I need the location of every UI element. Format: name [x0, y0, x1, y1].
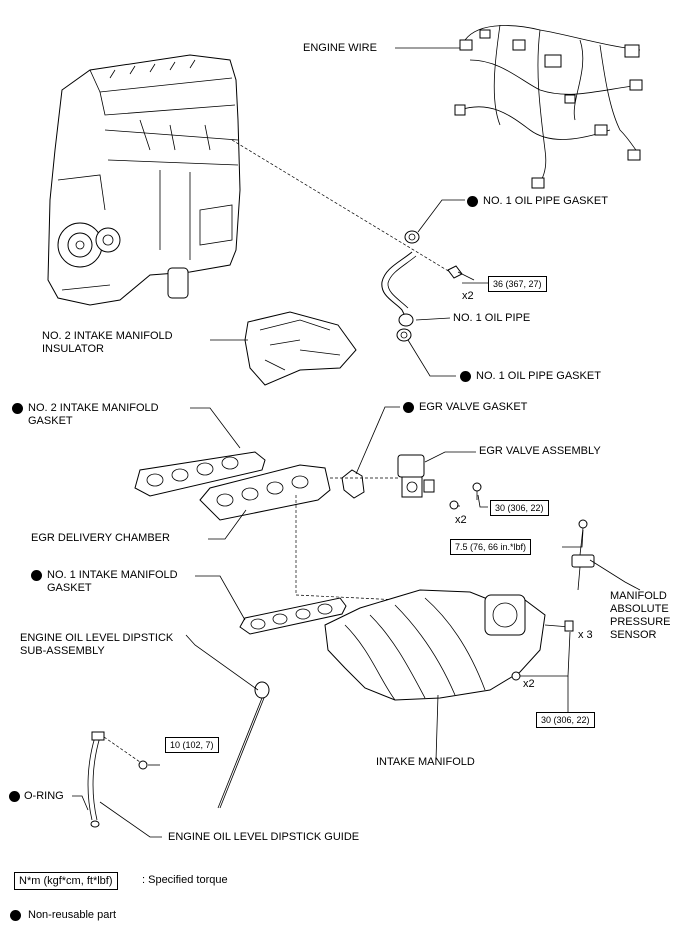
torque-guide-bolt: 10 (102, 7) [165, 737, 219, 753]
legend-torque-unit-box: N*m (kgf*cm, ft*lbf) [14, 872, 118, 890]
dipstick-guide-drawing [87, 731, 148, 828]
label-o-ring: O-RING [24, 790, 64, 802]
oil-pipe-parts [381, 230, 475, 342]
engine-wire-harness [454, 24, 643, 189]
qty-manifold-bolt: x 3 [578, 629, 593, 641]
non-reusable-dot-egr-gasket [403, 402, 414, 413]
legend-non-reusable-dot [10, 910, 21, 921]
label-engine-wire: ENGINE WIRE [303, 42, 377, 54]
intake-manifold-drawing [324, 589, 574, 701]
legend-torque-text: : Specified torque [142, 874, 228, 886]
egr-valve-drawing [397, 454, 482, 510]
no1-gasket-drawing [239, 597, 347, 635]
qty-egr-bolt: x2 [455, 514, 467, 526]
label-egr-valve-assembly: EGR VALVE ASSEMBLY [479, 445, 601, 457]
qty-oil-pipe-bolt: x2 [462, 290, 474, 302]
label-oil-pipe-gasket-upper: NO. 1 OIL PIPE GASKET [483, 195, 608, 207]
label-no1-intake-gasket: NO. 1 INTAKE MANIFOLD GASKET [47, 569, 178, 594]
leader-lines [72, 47, 641, 838]
non-reusable-dot-upper-gasket [467, 196, 478, 207]
torque-sensor-bolt: 7.5 (76, 66 in.*lbf) [450, 539, 532, 555]
dipstick-drawing [217, 681, 270, 809]
label-intake-insulator: NO. 2 INTAKE MANIFOLD INSULATOR [42, 330, 173, 355]
engine-block-drawing [47, 54, 241, 306]
non-reusable-dot-no2-gasket [12, 403, 23, 414]
label-egr-valve-gasket: EGR VALVE GASKET [419, 401, 528, 413]
label-dipstick: ENGINE OIL LEVEL DIPSTICK SUB-ASSEMBLY [20, 632, 174, 657]
no2-gasket-drawing [134, 451, 266, 497]
label-oil-pipe-gasket-lower: NO. 1 OIL PIPE GASKET [476, 370, 601, 382]
non-reusable-dot-o-ring [9, 791, 20, 802]
non-reusable-dot-lower-gasket [460, 371, 471, 382]
label-egr-delivery-chamber: EGR DELIVERY CHAMBER [31, 532, 170, 544]
torque-oil-pipe-bolt: 36 (367, 27) [488, 276, 547, 292]
torque-manifold-bolt: 30 (306, 22) [536, 712, 595, 728]
non-reusable-dot-no1-gasket [31, 570, 42, 581]
legend-non-reusable-text: Non-reusable part [28, 909, 117, 921]
label-no2-intake-gasket: NO. 2 INTAKE MANIFOLD GASKET [28, 402, 159, 427]
egr-gasket-drawing [341, 469, 365, 499]
label-intake-manifold: INTAKE MANIFOLD [376, 756, 475, 768]
torque-egr-bolt: 30 (306, 22) [490, 500, 549, 516]
intake-insulator-drawing [244, 311, 357, 386]
qty-manifold-nut: x2 [523, 678, 535, 690]
egr-delivery-chamber-drawing [199, 464, 331, 521]
label-oil-pipe: NO. 1 OIL PIPE [453, 312, 531, 324]
label-dipstick-guide: ENGINE OIL LEVEL DIPSTICK GUIDE [168, 831, 360, 843]
label-map-sensor: MANIFOLD ABSOLUTE PRESSURE SENSOR [610, 590, 671, 641]
map-sensor-drawing [571, 519, 595, 591]
